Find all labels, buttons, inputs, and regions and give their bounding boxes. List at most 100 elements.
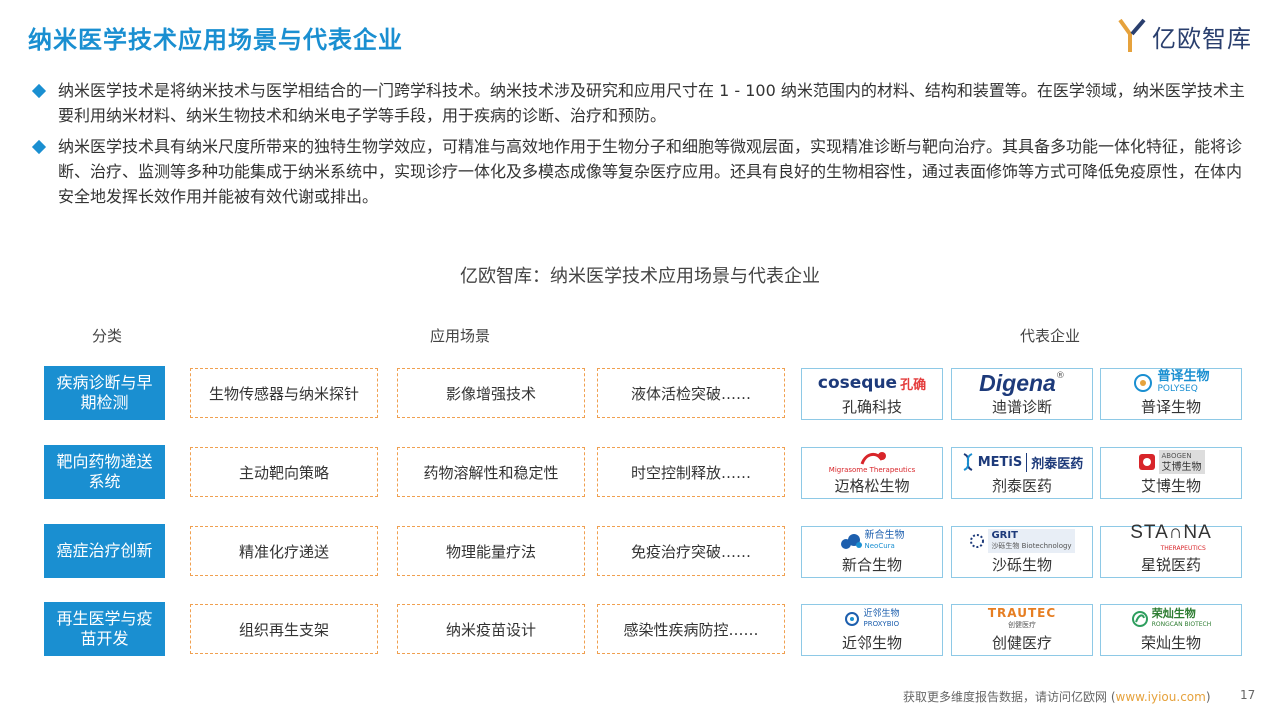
company-card: Digena ® 迪谱诊断: [951, 368, 1093, 420]
logo-text: 亿欧智库: [1152, 24, 1252, 53]
category-cell: 再生医学与疫苗开发: [44, 602, 165, 656]
company-logo: 新合生物 NeoCura: [840, 528, 905, 554]
category-cell: 靶向药物递送系统: [44, 445, 165, 499]
scenario-cell: 感染性疾病防控……: [597, 604, 785, 654]
column-header-company: 代表企业: [1020, 327, 1081, 345]
logo-wordmark-cn: 艾博生物: [1161, 462, 1202, 473]
scenario-cell: 生物传感器与纳米探针: [190, 368, 378, 418]
intro-bullets: 纳米医学技术是将纳米技术与医学相结合的一门跨学科技术。纳米技术涉及研究和应用尺寸…: [30, 78, 1255, 215]
diamond-bullet-icon: [31, 83, 47, 99]
company-card: Migrasome Therapeutics 迈格松生物: [801, 447, 943, 499]
scenario-cell: 物理能量疗法: [397, 526, 585, 576]
footer-link[interactable]: www.iyiou.com: [1115, 690, 1206, 704]
company-name: 新合生物: [841, 556, 902, 574]
logo-mark-icon: [1118, 18, 1146, 54]
company-name: 艾博生物: [1140, 477, 1201, 495]
company-name: 荣灿生物: [1140, 634, 1201, 652]
logo-wordmark-cn: 普译生物: [1157, 369, 1210, 384]
company-logo: 荣灿生物 RONGCAN BIOTECH: [1131, 606, 1211, 632]
scenario-cell: 影像增强技术: [397, 368, 585, 418]
company-card: TRAUTEC 创健医疗 创健医疗: [951, 604, 1093, 656]
rongcan-logo-icon: [1131, 611, 1148, 627]
company-logo: Migrasome Therapeutics: [829, 449, 915, 475]
brand-logo: 亿欧智库: [1118, 18, 1252, 54]
company-logo: TRAUTEC 创健医疗: [988, 606, 1056, 632]
logo-wordmark: GRIT: [991, 530, 1018, 541]
logo-wordmark: TRAUTEC: [987, 606, 1057, 620]
column-header-scenario: 应用场景: [430, 327, 491, 345]
company-card: METiS 剂泰医药 剂泰医药: [951, 447, 1093, 499]
logo-wordmark-cn: 新合生物: [864, 530, 905, 541]
bullet-item: 纳米医学技术是将纳米技术与医学相结合的一门跨学科技术。纳米技术涉及研究和应用尺寸…: [30, 78, 1255, 128]
neocura-logo-icon: [840, 534, 862, 549]
logo-wordmark: NeoCura: [864, 542, 895, 550]
footer-source: 获取更多维度报告数据，请访问亿欧网 (www.iyiou.com): [903, 688, 1211, 705]
logo-wordmark: coseque: [817, 373, 898, 393]
company-logo: 近邻生物 PROXYBIO: [844, 606, 900, 632]
company-logo: coseque 孔确: [818, 370, 926, 396]
scenario-cell: 组织再生支架: [190, 604, 378, 654]
company-card: 荣灿生物 RONGCAN BIOTECH 荣灿生物: [1100, 604, 1242, 656]
company-card: GRIT 沙砾生物 Biotechnology 沙砾生物: [951, 526, 1093, 578]
company-name: 近邻生物: [841, 634, 902, 652]
logo-wordmark: ABOGEN: [1161, 452, 1192, 460]
logo-wordmark-cn: 剂泰医药: [1026, 452, 1083, 472]
company-name: 孔确科技: [841, 398, 902, 416]
company-card: coseque 孔确 孔确科技: [801, 368, 943, 420]
polyseq-logo-icon: [1134, 374, 1153, 392]
category-cell: 癌症治疗创新: [44, 524, 165, 578]
bullet-text: 纳米医学技术是将纳米技术与医学相结合的一门跨学科技术。纳米技术涉及研究和应用尺寸…: [58, 81, 1245, 125]
bullet-item: 纳米医学技术具有纳米尺度所带来的独特生物学效应，可精准与高效地作用于生物分子和细…: [30, 134, 1255, 209]
company-card: STA∩NA THERAPEUTICS 星锐医药: [1100, 522, 1242, 578]
company-name: 沙砾生物: [991, 556, 1052, 574]
metis-logo-icon: [963, 453, 973, 471]
diamond-bullet-icon: [31, 139, 47, 155]
company-logo: Digena ®: [979, 370, 1065, 396]
company-name: 迈格松生物: [834, 477, 910, 495]
logo-wordmark-cn: 荣灿生物: [1151, 607, 1196, 620]
logo-wordmark: STA∩NA: [1130, 522, 1212, 543]
scenario-cell: 液体活检突破……: [597, 368, 785, 418]
column-header-category: 分类: [92, 327, 123, 345]
company-name: 普译生物: [1140, 398, 1201, 416]
logo-wordmark-sub: THERAPEUTICS: [1160, 545, 1206, 552]
company-name: 星锐医药: [1140, 556, 1201, 574]
company-name: 迪谱诊断: [991, 398, 1052, 416]
company-card: ABOGEN 艾博生物 艾博生物: [1100, 447, 1242, 499]
company-card: 近邻生物 PROXYBIO 近邻生物: [801, 604, 943, 656]
company-logo: STA∩NA THERAPEUTICS: [1130, 522, 1212, 554]
company-logo: ABOGEN 艾博生物: [1138, 449, 1205, 475]
scenario-cell: 纳米疫苗设计: [397, 604, 585, 654]
company-card: 新合生物 NeoCura 新合生物: [801, 526, 943, 578]
page-number: 17: [1240, 688, 1256, 702]
logo-wordmark: METiS: [977, 454, 1023, 470]
logo-wordmark: Migrasome Therapeutics: [828, 466, 916, 474]
logo-wordmark-cn: 孔确: [900, 377, 927, 393]
table-caption: 亿欧智库：纳米医学技术应用场景与代表企业: [460, 266, 820, 287]
footer-suffix: ): [1205, 690, 1211, 704]
logo-wordmark-sub: 沙砾生物 Biotechnology: [991, 542, 1072, 550]
category-cell: 疾病诊断与早期检测: [44, 366, 165, 420]
scenario-cell: 精准化疗递送: [190, 526, 378, 576]
logo-wordmark: PROXYBIO: [863, 620, 900, 628]
logo-wordmark-cn: 创健医疗: [1008, 621, 1036, 629]
registered-mark: ®: [1055, 371, 1065, 381]
company-name: 剂泰医药: [991, 477, 1052, 495]
logo-wordmark-cn: 近邻生物: [863, 609, 900, 619]
page-title: 纳米医学技术应用场景与代表企业: [28, 26, 403, 54]
scenario-cell: 免疫治疗突破……: [597, 526, 785, 576]
grit-logo-icon: [970, 534, 985, 548]
proxybio-logo-icon: [845, 612, 860, 626]
abogen-logo-icon: [1138, 454, 1155, 470]
bullet-text: 纳米医学技术具有纳米尺度所带来的独特生物学效应，可精准与高效地作用于生物分子和细…: [58, 137, 1243, 206]
company-logo: GRIT 沙砾生物 Biotechnology: [969, 528, 1075, 554]
logo-wordmark: RONGCAN BIOTECH: [1151, 621, 1212, 628]
scenario-cell: 时空控制释放……: [597, 447, 785, 497]
logo-wordmark: POLYSEQ: [1157, 384, 1198, 394]
company-logo: 普译生物 POLYSEQ: [1132, 369, 1210, 396]
footer-prefix: 获取更多维度报告数据，请访问亿欧网 (: [903, 690, 1116, 704]
scenario-cell: 药物溶解性和稳定性: [397, 447, 585, 497]
migrasome-logo-icon: [860, 452, 886, 465]
company-name: 创健医疗: [991, 634, 1052, 652]
logo-wordmark: Digena: [979, 369, 1056, 396]
